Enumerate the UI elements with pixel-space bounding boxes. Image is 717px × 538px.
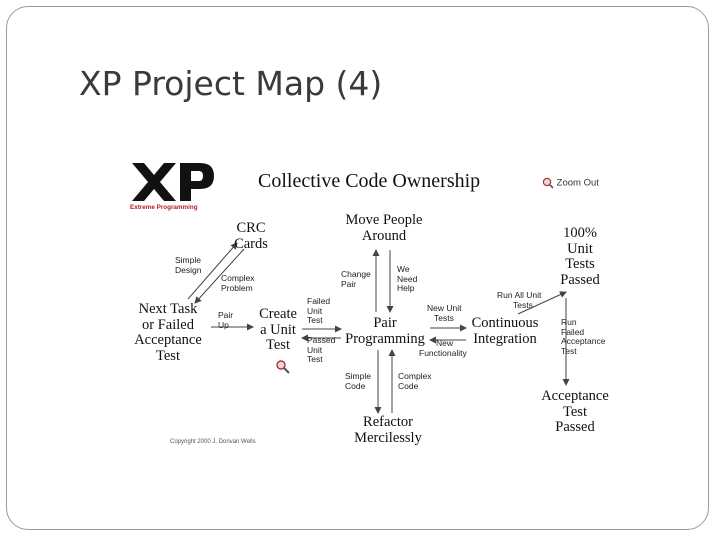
arrow-next-task-to-crc — [187, 242, 238, 300]
node-line: Passed — [555, 419, 595, 436]
label-line: Simple — [345, 371, 371, 381]
edge-label-change-pair: Change Pair — [341, 269, 371, 289]
node-100-unit-tests-passed[interactable]: 100% Unit Tests Passed — [549, 225, 611, 289]
node-line: Integration — [473, 330, 537, 347]
edge-label-simple-code: Simple Code — [345, 371, 371, 391]
node-line: Programming — [345, 330, 425, 347]
node-line: Tests — [565, 256, 595, 273]
node-line: Move People — [345, 212, 423, 228]
node-create-a-unit-test[interactable]: Create a Unit Test — [254, 306, 302, 354]
node-line: Acceptance — [134, 332, 202, 349]
slide-title: XP Project Map (4) — [79, 64, 383, 103]
label-line: Functionality — [419, 347, 467, 358]
label-line: New — [436, 338, 454, 348]
node-line: Unit — [567, 240, 593, 257]
node-line: 100% — [563, 225, 597, 241]
label-line: Need — [397, 273, 418, 284]
node-line: Refactor — [363, 414, 413, 430]
label-line: Simple — [175, 255, 201, 265]
label-line: Problem — [221, 282, 253, 293]
edge-label-pair-up: Pair Up — [218, 310, 234, 330]
magnifier-icon — [542, 177, 554, 189]
edge-label-run-all-unit-tests: Run All Unit Tests — [497, 290, 542, 310]
edge-label-we-need-help: We Need Help — [397, 264, 418, 294]
node-line: Cards — [234, 235, 268, 252]
node-line: a Unit — [260, 321, 296, 338]
label-line: Run — [561, 317, 577, 327]
label-line: New Unit — [427, 303, 462, 313]
label-line: Run All Unit — [497, 290, 542, 300]
label-line: Tests — [513, 299, 533, 310]
label-line: Pair — [218, 310, 234, 320]
label-line: Failed — [307, 296, 331, 306]
node-line: Around — [361, 227, 407, 244]
label-line: Design — [175, 264, 202, 275]
xp-logo: Extreme Programming — [130, 163, 214, 211]
node-line: Test — [156, 347, 180, 364]
arrow-run-all-unit-tests — [517, 291, 567, 315]
label-line: Test — [307, 315, 323, 326]
slide-frame — [6, 6, 709, 530]
node-acceptance-test-passed[interactable]: Acceptance Test Passed — [535, 388, 615, 436]
node-next-task-or-failed-acceptance-test[interactable]: Next Task or Failed Acceptance Test — [128, 301, 208, 365]
node-line: Acceptance — [541, 388, 609, 404]
label-line: Help — [397, 283, 415, 294]
label-line: Failed — [561, 326, 585, 337]
copyright-notice: Copyright 2000 J. Donvan Wells — [170, 439, 256, 445]
label-line: Passed — [307, 335, 336, 345]
label-line: Code — [345, 380, 366, 391]
edge-label-failed-unit-test: Failed Unit Test — [307, 296, 331, 326]
node-line: Test — [266, 337, 290, 354]
label-line: Up — [218, 319, 229, 330]
diagram-heading: Collective Code Ownership — [258, 170, 481, 192]
node-line: Mercilessly — [354, 429, 422, 446]
label-line: Change — [341, 269, 371, 279]
zoom-out-link[interactable]: Zoom Out — [542, 177, 599, 189]
label-line: Pair — [341, 278, 357, 289]
edge-label-passed-unit-test: Passed Unit Test — [307, 335, 336, 365]
node-line: or Failed — [142, 316, 194, 333]
label-line: Acceptance — [561, 336, 606, 347]
edge-label-run-failed-acceptance-test: Run Failed Acceptance Test — [561, 317, 606, 356]
label-line: Test — [307, 354, 323, 365]
node-crc-cards[interactable]: CRC Cards — [226, 220, 276, 252]
node-line: Continuous — [471, 315, 539, 331]
label-line: Unit — [307, 344, 323, 355]
label-line: Complex — [221, 273, 255, 283]
label-line: Unit — [307, 305, 323, 316]
node-line: Passed — [560, 271, 600, 288]
edge-label-new-unit-tests: New Unit Tests — [427, 303, 462, 323]
node-line: Test — [563, 403, 587, 420]
label-line: Test — [561, 345, 577, 356]
edge-label-complex-code: Complex Code — [398, 371, 432, 391]
label-line: We — [397, 264, 410, 274]
magnifier-icon[interactable] — [275, 359, 291, 375]
node-line: Pair — [373, 315, 397, 331]
node-continuous-integration[interactable]: Continuous Integration — [466, 315, 544, 347]
node-pair-programming[interactable]: Pair Programming — [340, 315, 430, 347]
node-line: Create — [259, 306, 297, 322]
node-move-people-around[interactable]: Move People Around — [336, 212, 432, 244]
logo-caption: Extreme Programming — [130, 204, 198, 211]
zoom-out-label: Zoom Out — [556, 177, 599, 189]
arrow-crc-to-next-task — [194, 248, 245, 304]
label-line: Tests — [434, 312, 454, 323]
label-line: Complex — [398, 371, 432, 381]
node-refactor-mercilessly[interactable]: Refactor Mercilessly — [346, 414, 430, 446]
label-line: Code — [398, 380, 419, 391]
edge-label-simple-design: Simple Design — [175, 255, 202, 275]
node-line: CRC — [236, 220, 266, 236]
node-line: Next Task — [138, 301, 198, 317]
edge-label-complex-problem: Complex Problem — [221, 273, 255, 293]
edge-label-new-functionality: New Functionality — [419, 338, 467, 358]
